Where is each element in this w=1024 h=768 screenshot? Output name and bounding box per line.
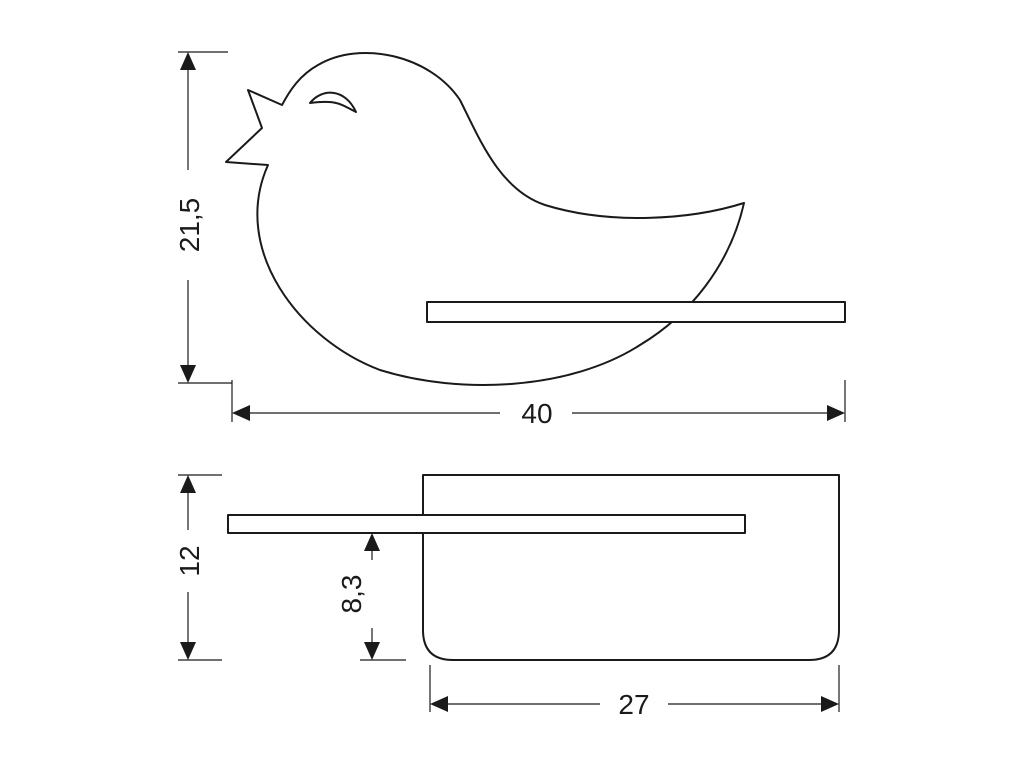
arrow-up bbox=[364, 533, 380, 551]
arrow-left bbox=[430, 696, 448, 712]
shelf-height-dimension: 8,3 bbox=[336, 533, 406, 661]
bird-silhouette bbox=[225, 52, 745, 386]
width-dimension-front: 40 bbox=[231, 380, 846, 429]
depth-label-side: 27 bbox=[618, 689, 649, 720]
arrow-down bbox=[364, 642, 380, 660]
arrow-right bbox=[821, 696, 839, 712]
height-dimension-front: 21,5 bbox=[174, 51, 232, 384]
arrow-up bbox=[180, 475, 196, 493]
arrow-down bbox=[180, 365, 196, 383]
height-label-front: 21,5 bbox=[174, 198, 205, 253]
depth-dimension-side: 27 bbox=[429, 665, 840, 720]
box-body bbox=[422, 474, 840, 661]
shelf-bar-front bbox=[426, 301, 846, 323]
bird-eye bbox=[309, 91, 357, 113]
shelf-height-label: 8,3 bbox=[336, 575, 367, 614]
arrow-right bbox=[827, 405, 845, 421]
arrow-down bbox=[180, 642, 196, 660]
arrow-left bbox=[232, 405, 250, 421]
height-dimension-side: 12 bbox=[174, 474, 222, 661]
shelf-bar-side bbox=[227, 514, 746, 534]
side-view: 12 8,3 27 bbox=[174, 474, 840, 720]
front-view: 21,5 40 bbox=[174, 51, 846, 429]
arrow-up bbox=[180, 52, 196, 70]
width-label-front: 40 bbox=[521, 398, 552, 429]
height-label-side: 12 bbox=[174, 545, 205, 576]
